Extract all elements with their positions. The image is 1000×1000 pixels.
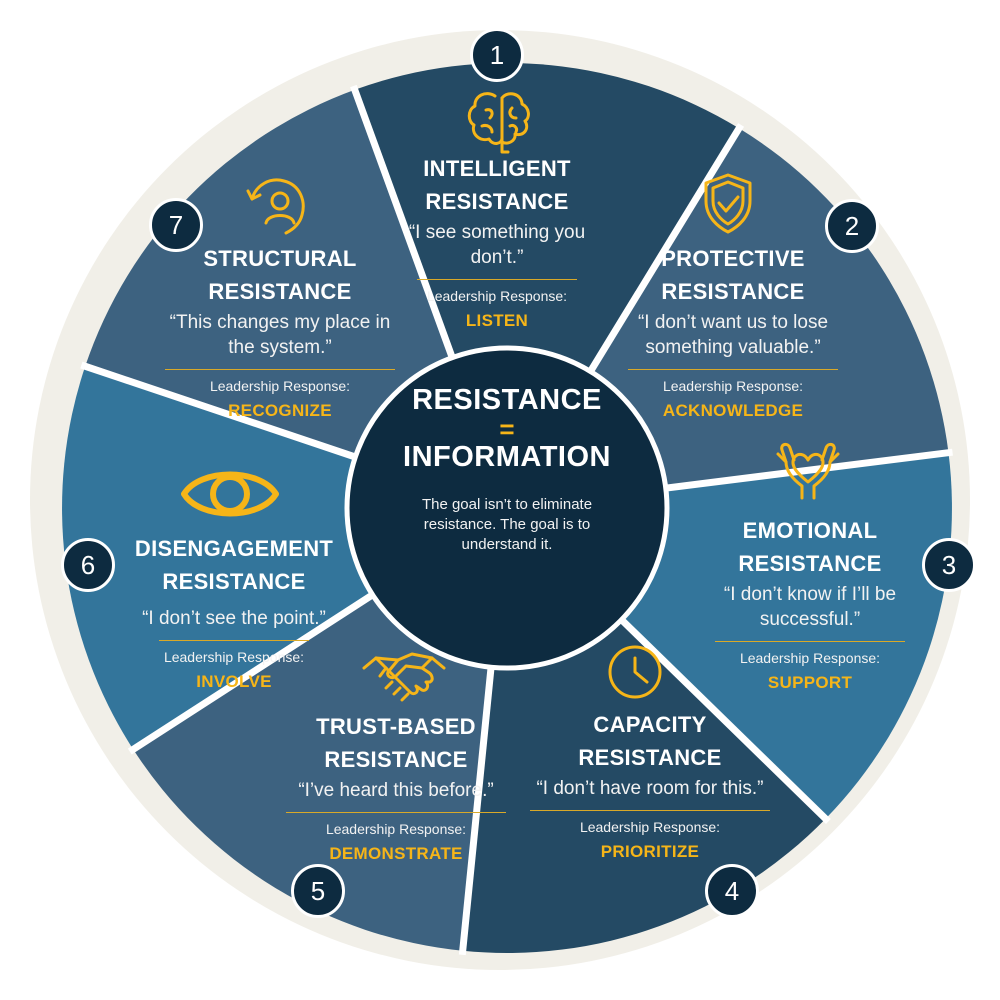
- segment-divider: [530, 810, 770, 811]
- badge-4: 4: [705, 864, 759, 918]
- badge-5: 5: [291, 864, 345, 918]
- badge-7: 7: [149, 198, 203, 252]
- segment-quote: “I don’t see the point.”: [142, 608, 326, 629]
- person-rotate-icon: [246, 178, 305, 235]
- segment-divider: [286, 812, 506, 813]
- segment-divider: [159, 640, 309, 641]
- center-title-line1: RESISTANCE: [412, 384, 602, 416]
- badge-2: 2: [825, 199, 879, 253]
- segment-divider: [417, 279, 577, 280]
- leadership-response: LISTEN: [465, 311, 529, 330]
- brain-icon: [467, 92, 530, 154]
- leadership-response: ACKNOWLEDGE: [662, 401, 804, 420]
- wheel-segment-1: [354, 62, 739, 508]
- leadership-response-label: Leadership Response:: [662, 378, 804, 394]
- badge-6: 6: [61, 538, 115, 592]
- center-title-line2: INFORMATION: [403, 441, 611, 473]
- leadership-response: INVOLVE: [196, 672, 272, 691]
- leadership-response-label: Leadership Response:: [739, 650, 881, 666]
- leadership-response: PRIORITIZE: [600, 842, 700, 861]
- leadership-response: RECOGNIZE: [228, 401, 332, 420]
- badge-3: 3: [922, 538, 976, 592]
- segment-quote: “I don’t want us to lose something valua…: [637, 312, 829, 358]
- center-circle: [344, 345, 670, 671]
- leadership-response-label: Leadership Response:: [579, 819, 721, 835]
- eye-icon: [181, 471, 279, 517]
- leadership-response-label: Leadership Response:: [209, 378, 351, 394]
- center-subtitle: The goal isn’t to eliminate resistance. …: [421, 496, 593, 553]
- leadership-response: DEMONSTRATE: [329, 844, 463, 863]
- segment-quote: “I don’t know if I’ll be successful.”: [723, 584, 897, 630]
- hands-heart-icon: [776, 442, 840, 500]
- segment-quote: “I see something you don’t.”: [408, 222, 586, 268]
- center-message: RESISTANCE = INFORMATION The goal isn’t …: [357, 385, 657, 555]
- wheel-segment-6: [62, 366, 507, 750]
- leadership-response-label: Leadership Response:: [325, 821, 467, 837]
- segment-quote: “I’ve heard this before.”: [298, 780, 494, 801]
- clock-icon: [608, 645, 662, 699]
- leadership-response-label: Leadership Response:: [163, 649, 305, 665]
- badge-1: 1: [470, 28, 524, 82]
- leadership-response: SUPPORT: [767, 673, 853, 692]
- leadership-response-label: Leadership Response:: [426, 288, 568, 304]
- segment-quote: “I don’t have room for this.”: [536, 778, 764, 799]
- shield-check-icon: [704, 173, 752, 234]
- segment-divider: [628, 369, 838, 370]
- handshake-icon: [362, 652, 446, 702]
- segment-quote: “This changes my place in the system.”: [169, 312, 391, 358]
- segment-divider: [715, 641, 905, 642]
- center-equals: =: [499, 414, 515, 444]
- segment-divider: [165, 369, 395, 370]
